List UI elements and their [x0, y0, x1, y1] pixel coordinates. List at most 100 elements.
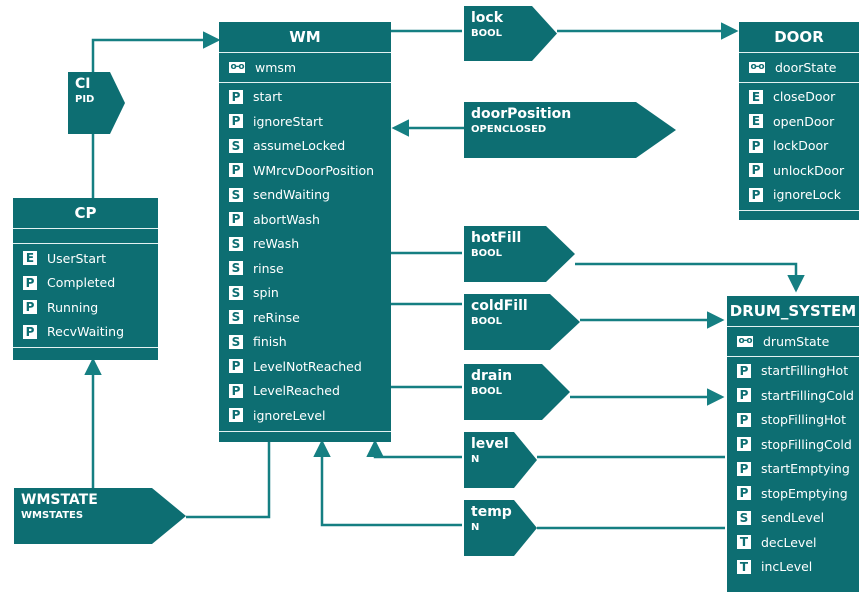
member-type-icon: P [229, 408, 243, 423]
member-label: abortWash [253, 211, 320, 227]
member-label: sendLevel [761, 510, 825, 526]
member-label: decLevel [761, 534, 817, 550]
member-type-icon: S [229, 138, 243, 153]
member-label: sendWaiting [253, 187, 330, 203]
connector-type: N [471, 522, 480, 533]
wire-temp-to-wm [313, 439, 462, 527]
drum-state-section: o-o drumState [727, 326, 859, 356]
connector-type: PID [75, 94, 95, 105]
wire-wmstate-to-wm [186, 442, 271, 519]
member-type-icon: T [737, 559, 751, 574]
member-type-icon: P [737, 363, 751, 378]
member-type-icon: P [229, 359, 243, 374]
cp-empty-section [13, 228, 158, 243]
connector-name: WMSTATE [21, 492, 98, 508]
member-type-icon: S [229, 285, 243, 300]
member-label: wmsm [255, 59, 297, 75]
member-label: ignoreLock [773, 187, 842, 203]
member-type-icon: P [737, 412, 751, 427]
member-label: stopEmptying [761, 485, 848, 501]
wm-state-section: o-o wmsm [219, 52, 391, 82]
member-type-icon: S [229, 236, 243, 251]
member-label: reWash [253, 236, 300, 252]
member-type-icon: P [749, 138, 763, 153]
member-label: doorState [775, 59, 837, 75]
connector-name: coldFill [471, 298, 528, 314]
member-type-icon: P [737, 461, 751, 476]
member-type-icon: P [23, 324, 37, 339]
member-type-icon: P [229, 114, 243, 129]
wm-member[interactable]: P WMrcvDoorPosition [219, 158, 391, 183]
member-label: ignoreLevel [253, 407, 326, 423]
member-label: openDoor [773, 113, 835, 129]
member-label: unlockDoor [773, 162, 845, 178]
connector-name: lock [471, 10, 504, 26]
member-type-icon: E [23, 251, 37, 266]
connector-type: BOOL [471, 316, 502, 327]
member-label: startFillingCold [761, 387, 854, 403]
wmstate-connector[interactable]: WMSTATE WMSTATES [14, 488, 186, 544]
member-type-icon: T [737, 535, 751, 550]
member-type-icon: S [229, 310, 243, 325]
member-type-icon: P [737, 437, 751, 452]
member-type-icon: S [229, 261, 243, 276]
state-member: o-o drumState [727, 329, 859, 354]
member-label: ignoreStart [253, 113, 324, 129]
door-position-connector[interactable]: doorPosition OPENCLOSED [464, 102, 676, 158]
member-type-icon: P [737, 388, 751, 403]
member-label: reRinse [253, 309, 300, 325]
member-type-icon: E [749, 114, 763, 129]
connector-type: BOOL [471, 386, 502, 397]
member-label: RecvWaiting [47, 324, 125, 340]
member-label: lockDoor [773, 138, 829, 154]
cp-title: CP [74, 204, 97, 222]
connector-type: OPENCLOSED [471, 124, 547, 135]
door-footer [739, 210, 859, 220]
member-label: WMrcvDoorPosition [253, 162, 375, 178]
member-type-icon: P [229, 163, 243, 178]
member-type-icon: S [229, 187, 243, 202]
state-icon: o-o [229, 61, 245, 73]
cp-member[interactable]: P RecvWaiting [13, 320, 158, 345]
member-label: startFillingHot [761, 363, 849, 379]
member-type-icon: P [749, 163, 763, 178]
member-type-icon: S [229, 334, 243, 349]
